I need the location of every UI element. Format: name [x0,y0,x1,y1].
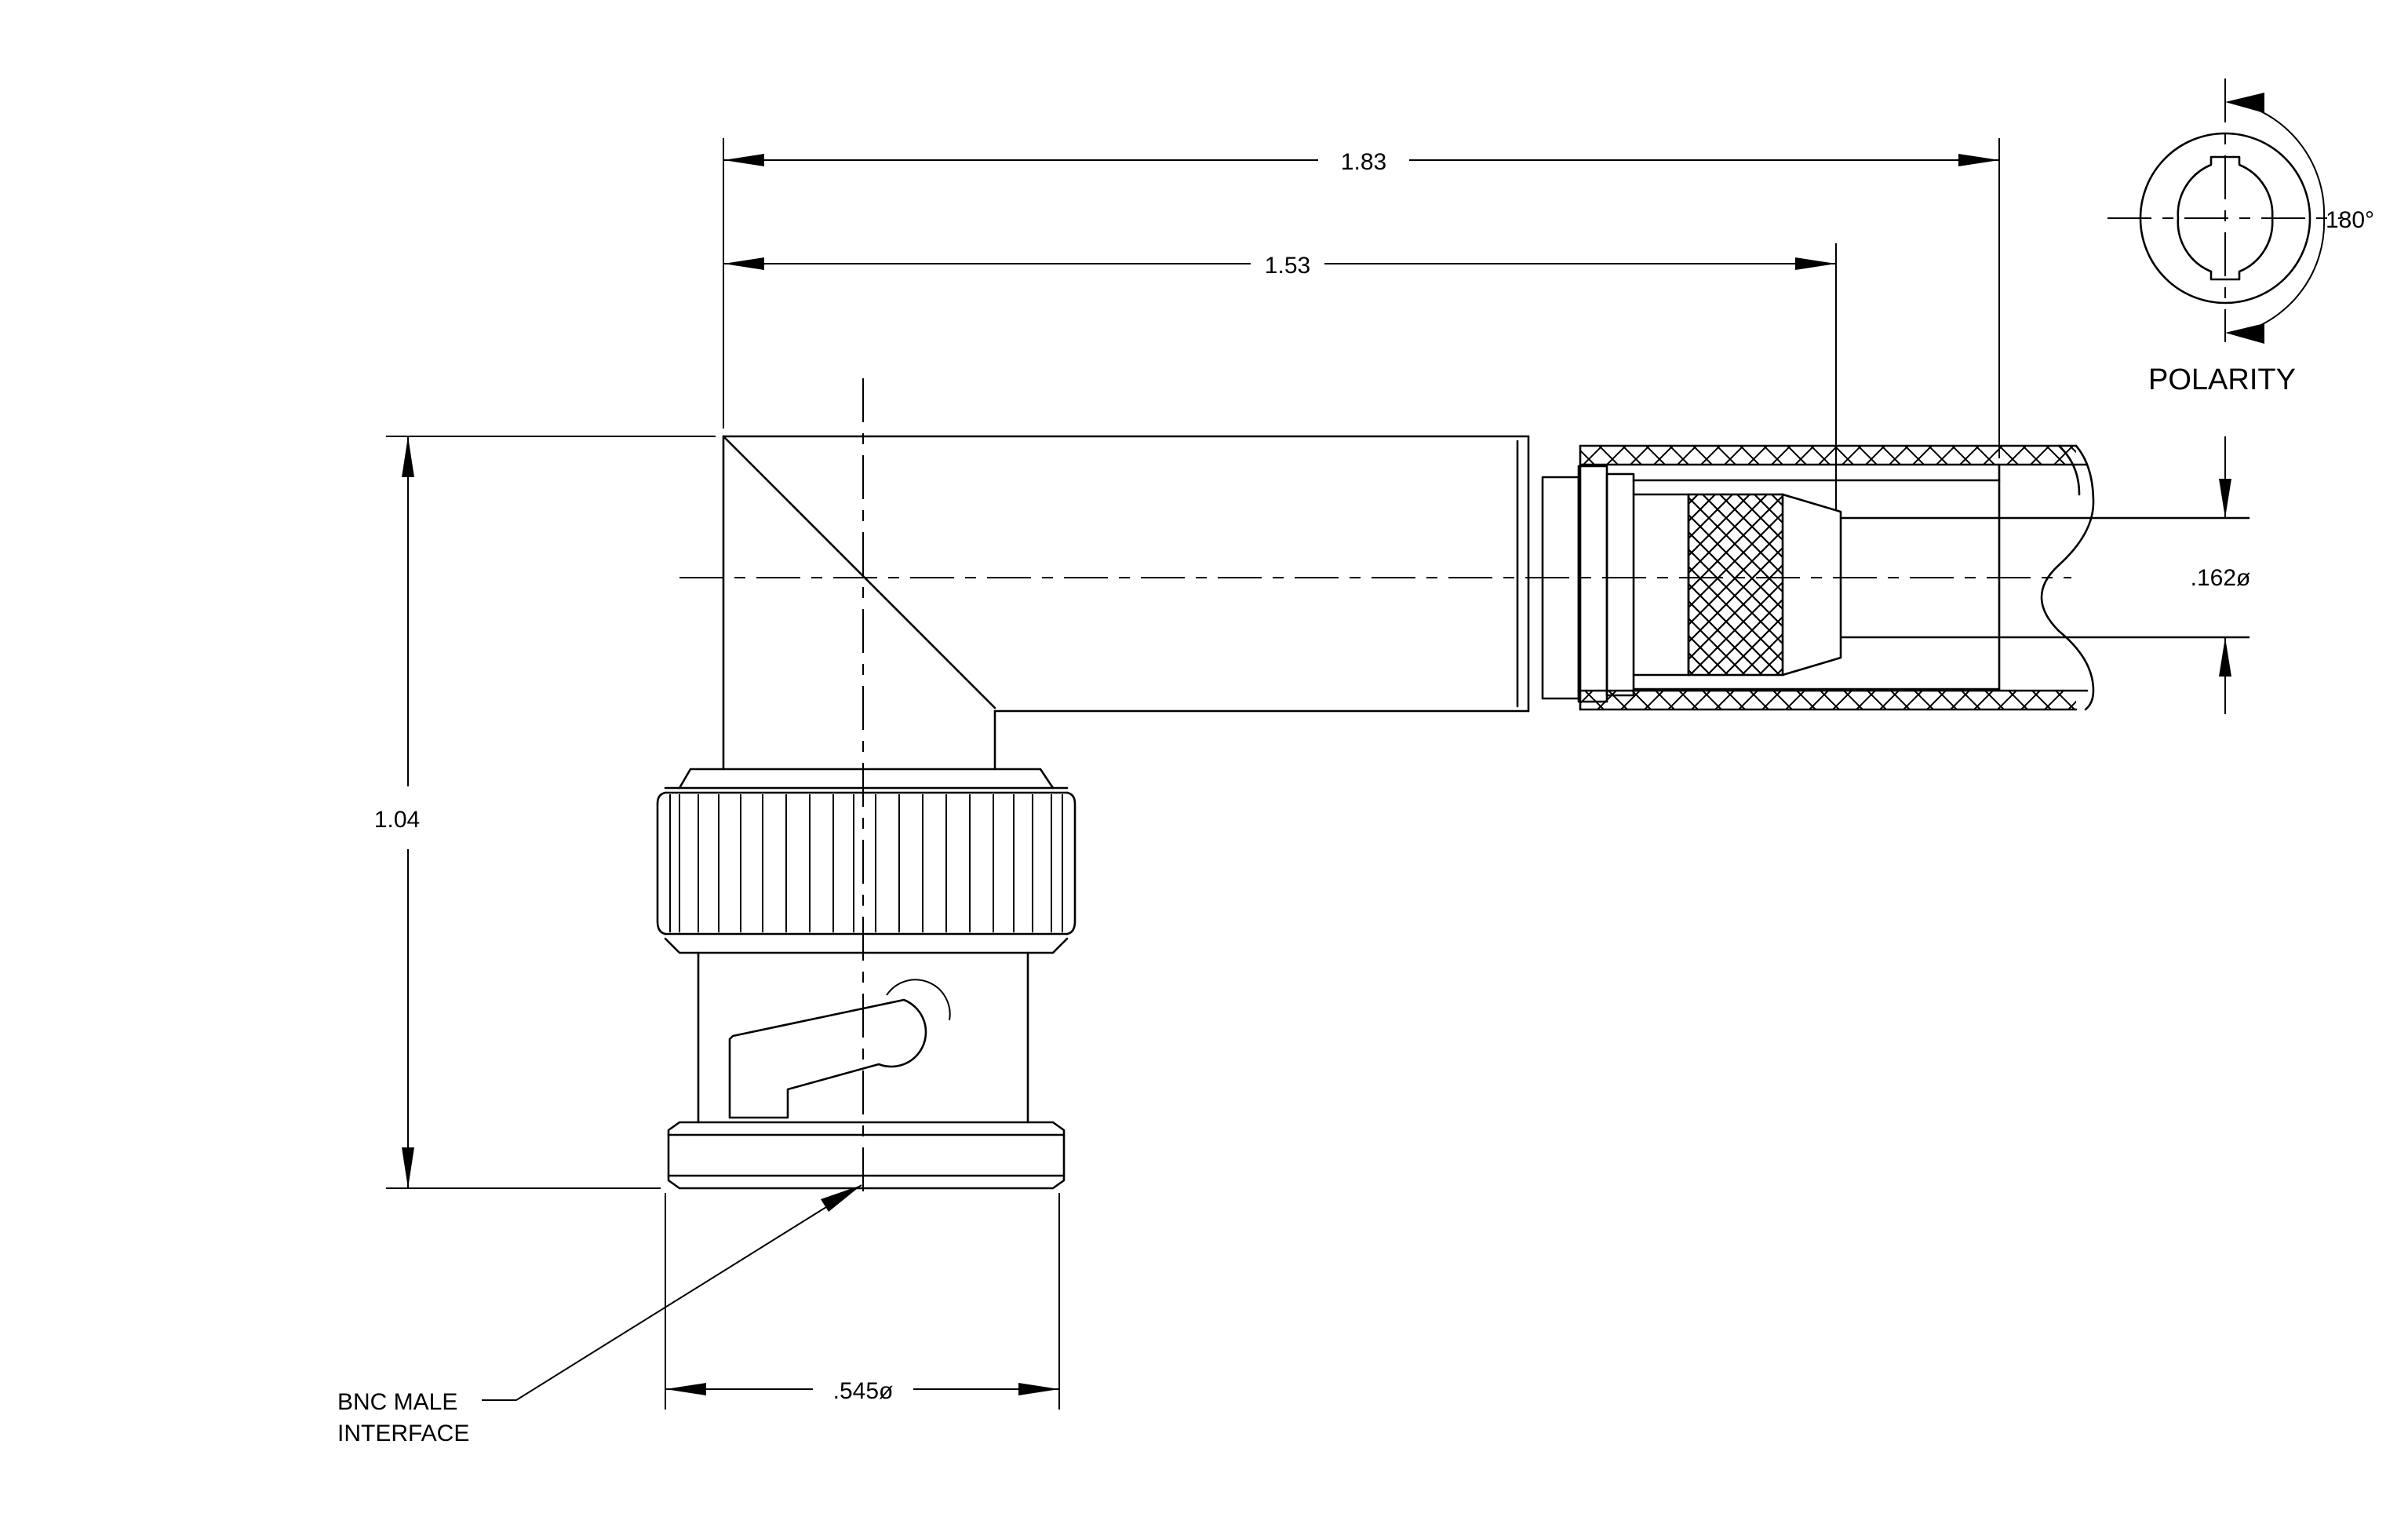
overall-length-value: 1.83 [1341,149,1386,175]
rotation-value: 180° [2326,207,2374,233]
front-flange [667,1121,1066,1190]
dimension-cable-diameter: .162ø [2191,436,2251,714]
bnc-label-line1: BNC MALE [337,1389,457,1415]
bnc-label-line2: INTERFACE [337,1421,469,1446]
height-value: 1.04 [374,807,420,833]
coupling-nut [656,768,1076,954]
body-length-value: 1.53 [1265,253,1310,279]
crimp-ferrule [1541,463,2001,703]
polarity-view: 180° POLARITY [2107,78,2374,396]
dimension-body-length: 1.53 [723,243,1837,510]
dimension-interface-diameter: .545ø [665,1193,1060,1410]
bnc-interface-callout: BNC MALE INTERFACE [337,1184,862,1446]
polarity-label: POLARITY [2148,363,2296,396]
interface-diameter-value: .545ø [833,1378,894,1404]
cable-jacket [1579,440,2250,714]
dimension-height: 1.04 [374,436,716,1189]
bayonet-barrel [697,951,1029,1124]
center-lines [679,378,2071,1196]
dimension-overall-length: 1.83 [723,138,2000,458]
connector-body [722,435,1530,771]
cable-diameter-value: .162ø [2191,565,2251,591]
knurl-lines [669,794,1063,932]
